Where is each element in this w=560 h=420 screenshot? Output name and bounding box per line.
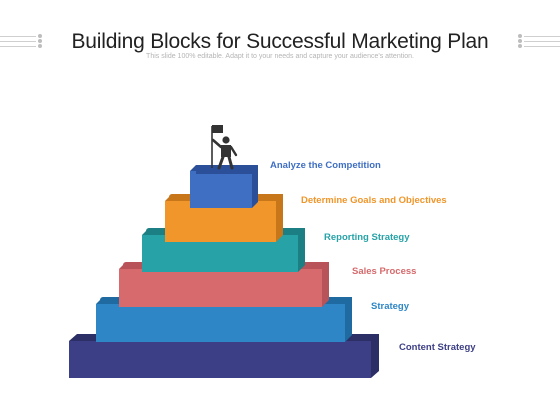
label-content-strategy: Content Strategy	[399, 342, 476, 353]
block-strategy	[96, 297, 352, 342]
block-sales-process	[119, 262, 329, 307]
page-title: Building Blocks for Successful Marketing…	[71, 30, 489, 53]
label-sales-process: Sales Process	[352, 266, 417, 277]
left-decoration	[0, 34, 44, 48]
block-content-strategy	[69, 334, 379, 378]
page-subtitle: This slide 100% editable. Adapt it to yo…	[146, 53, 414, 60]
label-determine-goals: Determine Goals and Objectives	[301, 195, 447, 206]
label-reporting-strategy: Reporting Strategy	[324, 232, 410, 243]
block-analyze-competition	[190, 165, 258, 208]
label-analyze-competition: Analyze the Competition	[270, 160, 381, 171]
person-with-flag-icon	[211, 125, 238, 170]
right-decoration	[516, 34, 560, 48]
label-strategy: Strategy	[371, 301, 410, 312]
